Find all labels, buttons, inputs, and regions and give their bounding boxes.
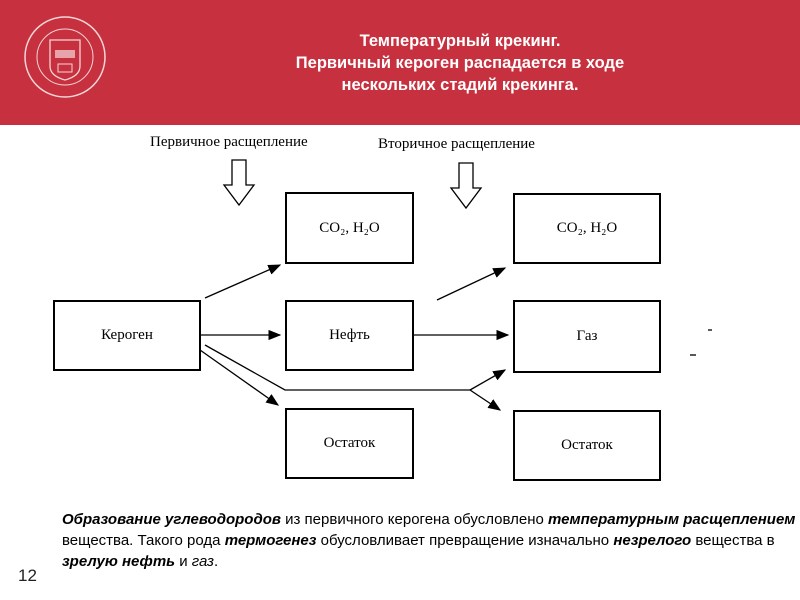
- title-line: Первичный кероген распадается в ходе: [295, 54, 625, 72]
- box-kerogen: Кероген: [53, 300, 201, 371]
- emph: Образование углеводородов: [62, 511, 281, 528]
- emph: зрелую нефть: [62, 553, 176, 570]
- text: вещества. Такого рода: [62, 532, 225, 549]
- box-residue-primary: Остаток: [285, 408, 414, 479]
- label-primary-splitting: Первичное расщепление: [150, 134, 308, 150]
- description-paragraph: Образование углеводородов из первичного …: [62, 509, 797, 572]
- emph: газ: [191, 553, 214, 570]
- text: из первичного керогена обусловлено: [280, 511, 549, 528]
- box-residue-secondary: Остаток: [513, 410, 661, 481]
- box-gas: Газ: [513, 300, 661, 373]
- emph: температурным расщеплением: [548, 511, 796, 528]
- box-co2-h2o-secondary: CO₂, H₂O: [513, 193, 661, 264]
- text: вещества в: [691, 532, 775, 549]
- emph: незрелого: [613, 532, 692, 549]
- title-line: нескольких стадий крекинга.: [341, 76, 579, 94]
- emph: термогенез: [224, 532, 317, 549]
- text: .: [214, 553, 219, 570]
- page-number: 12: [18, 566, 37, 585]
- university-seal-logo: [24, 16, 106, 98]
- down-arrow-primary: [222, 159, 256, 207]
- header-banner: Температурный крекинг. Первичный кероген…: [0, 0, 800, 125]
- text: обусловливает превращение изначально: [316, 532, 614, 549]
- slide-title: Температурный крекинг. Первичный кероген…: [230, 30, 690, 96]
- box-co2-h2o-primary: CO₂, H₂O: [285, 192, 414, 264]
- title-line: Температурный крекинг.: [359, 32, 561, 50]
- label-secondary-splitting: Вторичное расщепление: [378, 136, 535, 152]
- down-arrow-secondary: [449, 162, 483, 210]
- box-oil: Нефть: [285, 300, 414, 371]
- text: и: [175, 553, 192, 570]
